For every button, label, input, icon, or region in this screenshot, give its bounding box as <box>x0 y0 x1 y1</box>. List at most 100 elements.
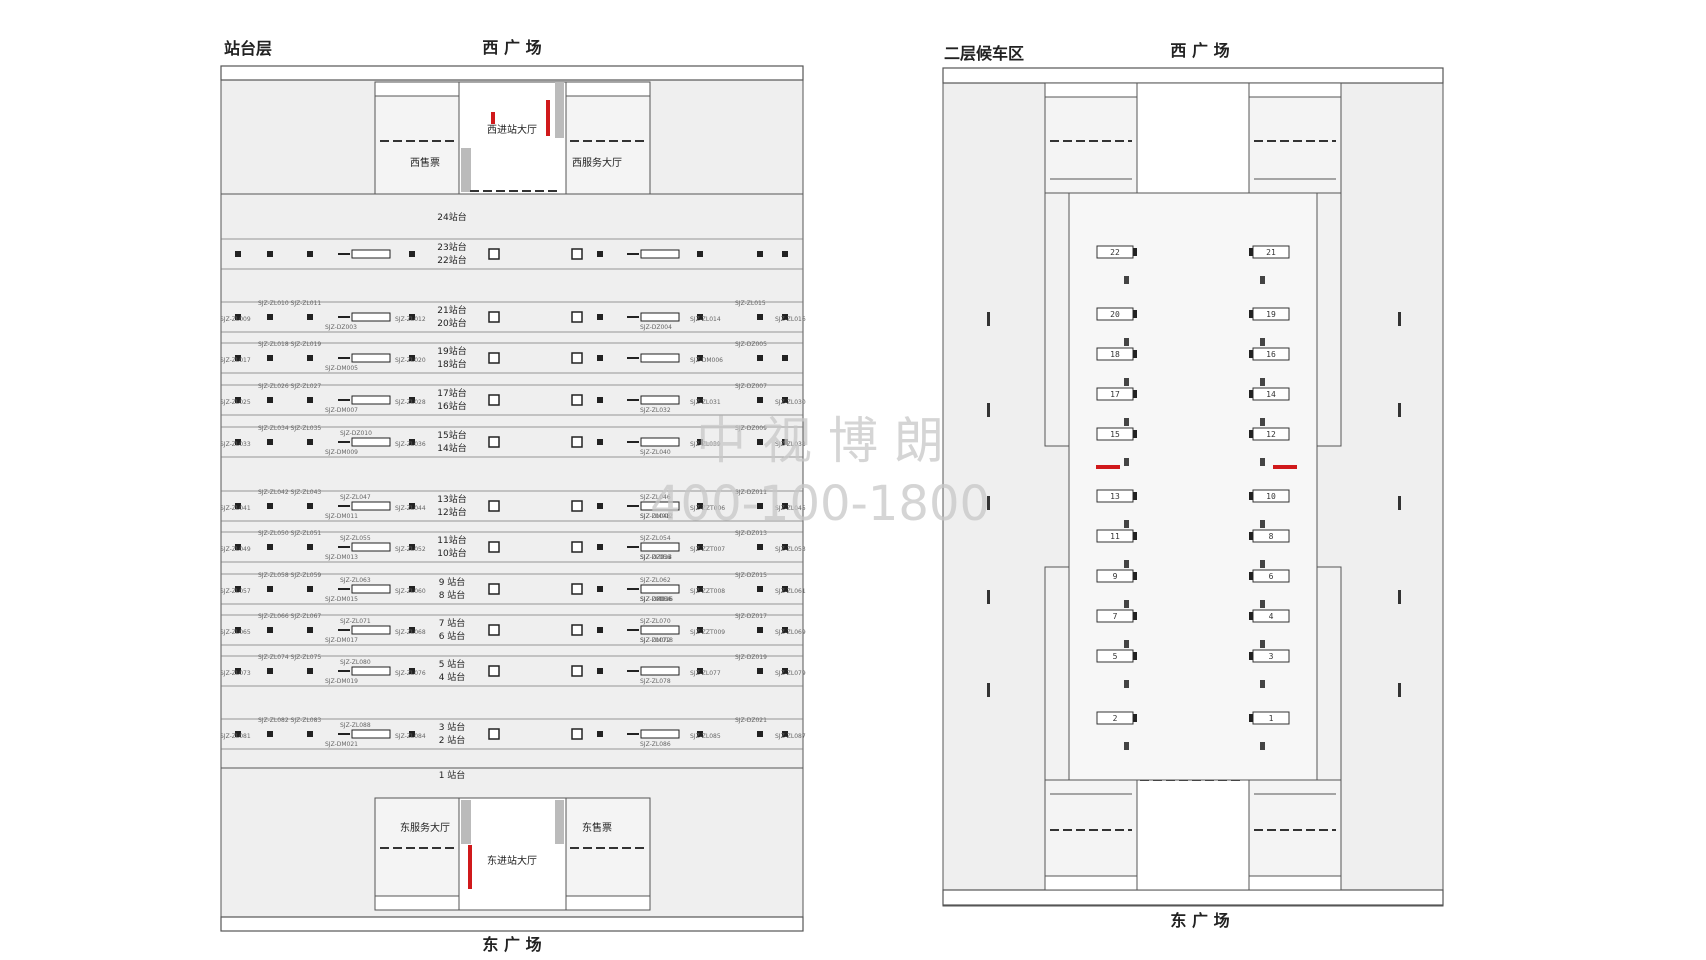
ad-code-label: SJZ-ZL017 <box>220 357 251 364</box>
right-bottom-bar <box>942 889 1444 906</box>
platform-label-lower: 2 站台 <box>439 734 466 746</box>
gate-marker-left <box>1124 458 1129 466</box>
column-marker <box>267 397 273 403</box>
ad-code-label: SJZ-ZL016 <box>775 316 806 323</box>
pillar-marker <box>571 436 583 448</box>
column-marker <box>757 439 763 445</box>
pillar-marker <box>488 624 500 636</box>
escalator-marker <box>351 395 391 405</box>
pillar-marker <box>571 500 583 512</box>
ad-code-label: SJZ-ZL065 <box>220 629 251 636</box>
ad-code-label: SJZ-ZL078 <box>640 678 671 685</box>
ad-code-label: SJZ-DZ017 <box>735 613 767 620</box>
gate-post-right <box>1249 390 1253 398</box>
column-marker <box>757 731 763 737</box>
platform-label-upper: 21站台 <box>437 304 466 316</box>
column-marker <box>267 731 273 737</box>
column-marker <box>307 314 313 320</box>
east-entry-highlight <box>468 845 472 889</box>
column-marker <box>782 397 788 403</box>
ad-code-label: SJZ-ZL040 <box>640 449 671 456</box>
ad-code-label: SJZ-ZL009 <box>220 316 251 323</box>
waiting-hall-highlight-right <box>1273 465 1297 469</box>
gate-label-left: 13 <box>1110 492 1120 501</box>
platform-label-lower: 12站台 <box>437 506 466 518</box>
left-north-label: 西 广 场 <box>482 38 541 57</box>
column-marker <box>597 439 603 445</box>
gate-label-right: 16 <box>1266 350 1276 359</box>
ad-code-label: SJZ-ZL045 <box>775 505 806 512</box>
column-marker <box>597 586 603 592</box>
gate-label-right: 10 <box>1266 492 1276 501</box>
gate-marker-left <box>1124 640 1129 648</box>
escalator-marker <box>640 542 680 552</box>
ad-code-label: SJZ-ZL066 SJZ-ZL067 <box>258 613 321 620</box>
platform-label-upper: 3 站台 <box>439 721 466 733</box>
column-marker <box>597 397 603 403</box>
ad-code-label: SJZ-DZ016 <box>640 596 672 603</box>
column-marker <box>757 586 763 592</box>
ad-code-label: SJZ-ZL076 <box>395 670 426 677</box>
column-marker <box>307 731 313 737</box>
gate-label-left: 11 <box>1110 532 1120 541</box>
ad-code-label: SJZ-DZ013 <box>735 530 767 537</box>
west-service-hall-label: 西服务大厅 <box>572 156 622 169</box>
east-building: 东服务大厅 东售票 东进站大厅 <box>374 797 651 911</box>
platform-1-label: 1 站台 <box>439 769 466 781</box>
gate-post-left <box>1133 532 1137 540</box>
column-marker <box>235 544 241 550</box>
gate-marker-left <box>1124 742 1129 750</box>
waiting-hall-left-upper-wing <box>1044 192 1070 447</box>
pillar-marker <box>488 436 500 448</box>
ad-code-label: SJZ-ZL080 <box>340 659 371 666</box>
escalator-marker <box>351 353 391 363</box>
pillar-marker <box>571 352 583 364</box>
watermark-phone: 400-100-1800 <box>650 476 990 532</box>
ad-code-label: SJZ-ZL014 <box>690 316 721 323</box>
column-marker <box>409 355 415 361</box>
pillar-marker <box>571 728 583 740</box>
pillar-marker <box>488 541 500 553</box>
east-ticket-roof <box>565 895 651 911</box>
side-marker <box>987 683 990 697</box>
column-marker <box>782 627 788 633</box>
pillar-marker <box>488 311 500 323</box>
side-marker <box>1398 496 1401 510</box>
column-marker <box>782 503 788 509</box>
gate-post-right <box>1249 612 1253 620</box>
gate-marker-right <box>1260 458 1265 466</box>
escalator-marker <box>640 437 680 447</box>
gate-marker-right <box>1260 600 1265 608</box>
ad-code-label: SJZ-DM009 <box>325 449 358 456</box>
pillar-marker <box>488 583 500 595</box>
escalator-marker <box>351 312 391 322</box>
gate-label-left: 2 <box>1113 714 1118 723</box>
column-marker <box>235 314 241 320</box>
ad-code-label: SJZ-DM005 <box>325 365 358 372</box>
ad-code-label: SJZ-ZL018 SJZ-ZL019 <box>258 341 321 348</box>
gate-post-right <box>1249 714 1253 722</box>
platform-label-lower: 22站台 <box>437 254 466 266</box>
platform-label-lower: 8 站台 <box>439 589 466 601</box>
ad-code-label: SJZ-DZ005 <box>735 341 767 348</box>
pillar-marker <box>488 352 500 364</box>
gate-marker-left <box>1124 378 1129 386</box>
column-marker <box>782 668 788 674</box>
column-marker <box>235 439 241 445</box>
watermark: 中 视 博 朗 400-100-1800 <box>650 412 990 532</box>
column-marker <box>307 544 313 550</box>
ad-code-label: SJZ-DZ021 <box>735 717 767 724</box>
gate-label-left: 7 <box>1113 612 1118 621</box>
gate-post-left <box>1133 572 1137 580</box>
ad-code-label: SJZ-DM017 <box>325 637 358 644</box>
ad-code-label: SJZ-ZL063 <box>340 577 371 584</box>
gate-marker-right <box>1260 742 1265 750</box>
gate-label-right: 21 <box>1266 248 1276 257</box>
ad-code-label: SJZ-DZ003 <box>325 324 357 331</box>
column-marker <box>409 397 415 403</box>
